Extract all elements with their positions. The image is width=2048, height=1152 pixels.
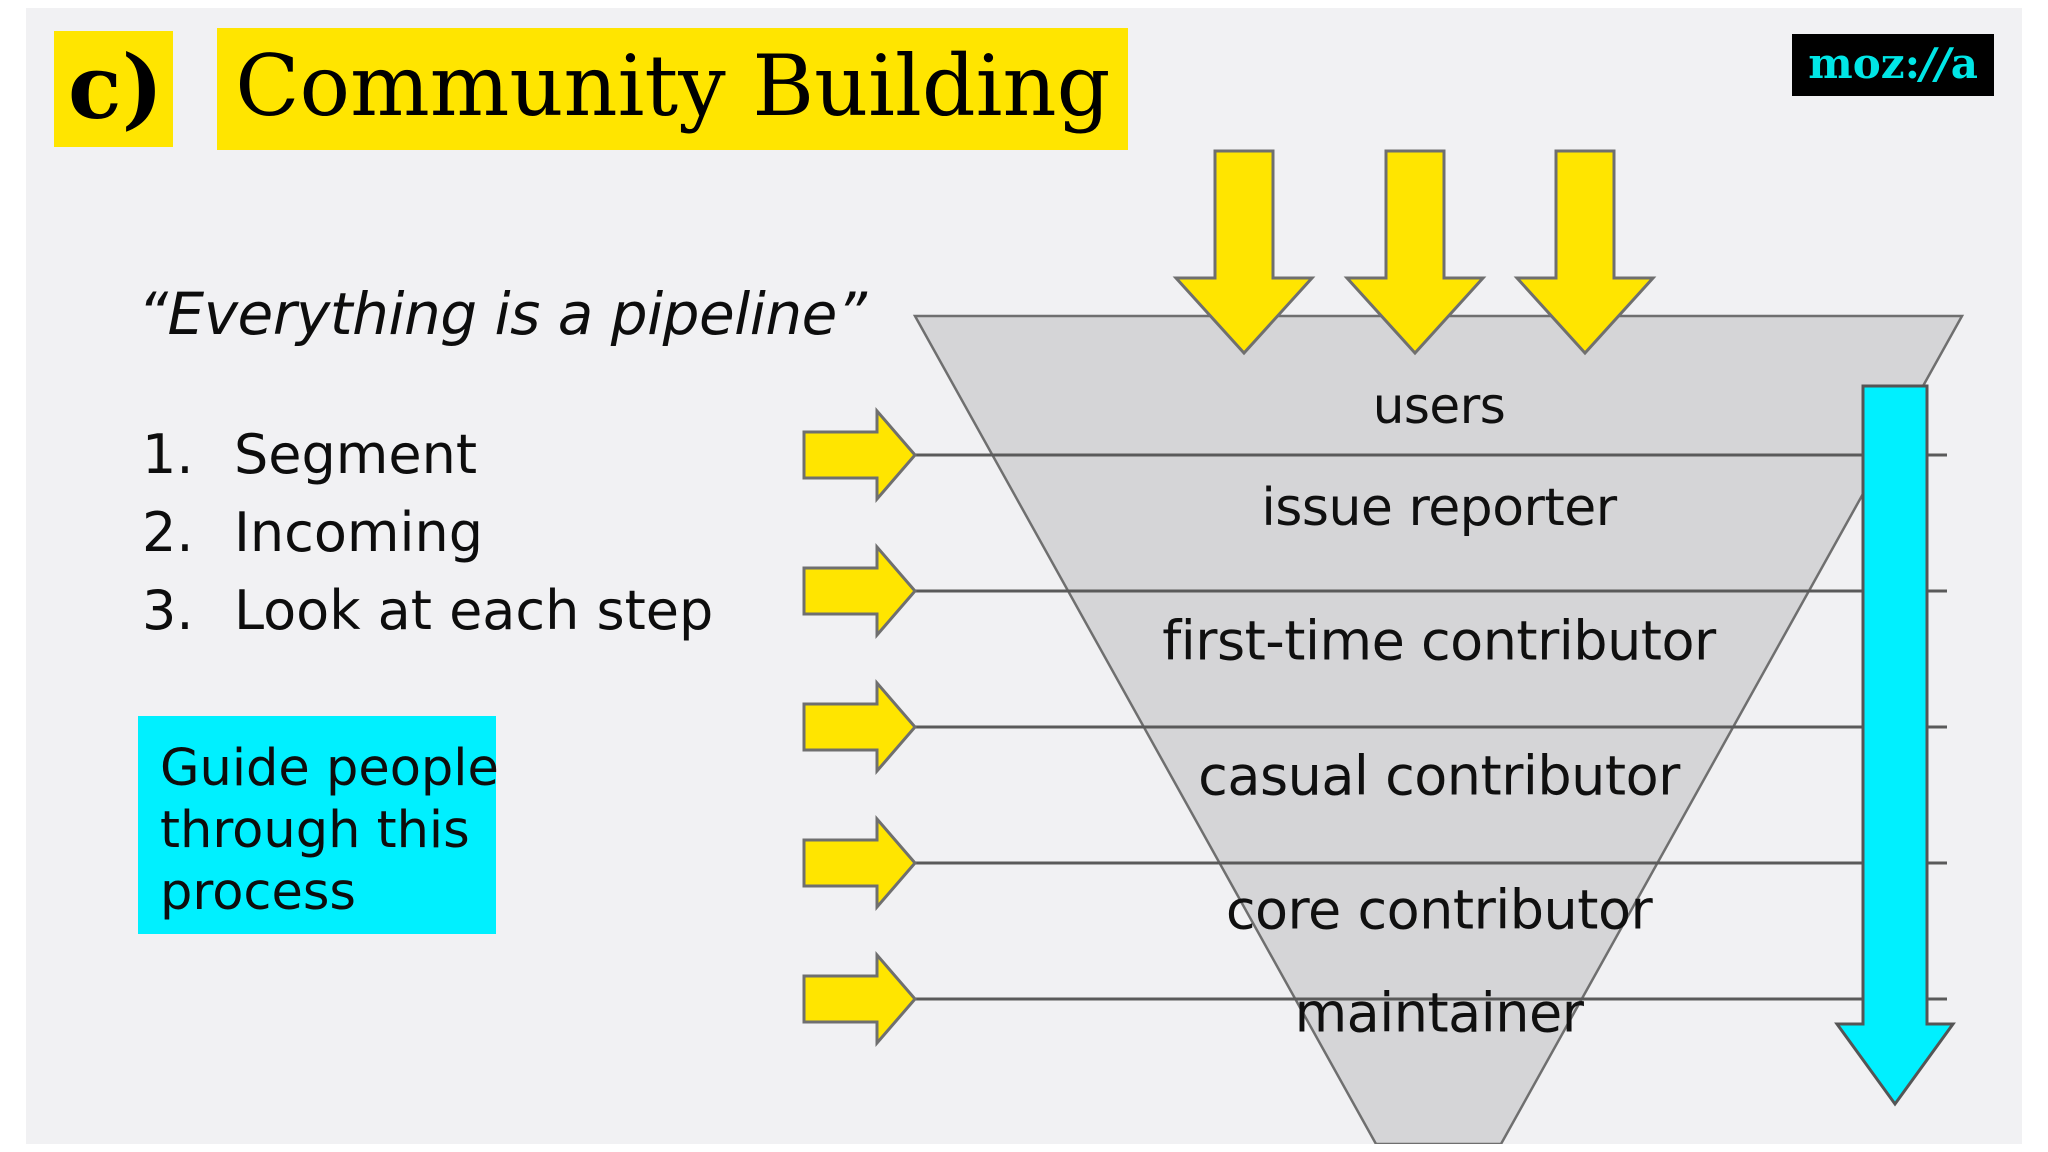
incoming-arrow-down-icon (1172, 149, 1316, 356)
step-number: 1. (142, 423, 194, 486)
step-label: Incoming (234, 501, 483, 564)
mozilla-logo: moz://a (1792, 34, 1994, 96)
slide-canvas: c) Community Building moz://a “Everythin… (26, 8, 2022, 1144)
funnel-body (912, 314, 1965, 1144)
step-label: Look at each step (234, 579, 714, 642)
funnel-stage-label: casual contributor (1198, 744, 1680, 808)
progress-arrow-down-icon (1834, 384, 1956, 1107)
list-item: 3. Look at each step (142, 579, 713, 657)
funnel-stage-label: core contributor (1225, 878, 1653, 942)
step-label: Segment (234, 423, 477, 486)
step-number: 3. (142, 579, 194, 642)
funnel-stage-label: maintainer (1294, 981, 1584, 1045)
step-number: 2. (142, 501, 194, 564)
page-title-bullet: c) (54, 31, 174, 147)
logo-post: a (1950, 39, 1978, 88)
stage-arrow-right-icon (802, 406, 917, 504)
funnel-stage-label: issue reporter (1261, 478, 1617, 538)
list-item: 1. Segment (142, 423, 713, 501)
funnel-stage-label: first-time contributor (1162, 609, 1716, 673)
stage-arrow-right-icon (802, 678, 917, 776)
logo-pre: moz: (1808, 39, 1921, 88)
callout-line: Guide people (160, 739, 499, 798)
pipeline-quote: “Everything is a pipeline” (138, 280, 867, 348)
list-item: 2. Incoming (142, 501, 713, 579)
steps-list: 1. Segment 2. Incoming 3. Look at each s… (142, 423, 713, 657)
stage-arrow-right-icon (802, 950, 917, 1048)
incoming-arrow-down-icon (1343, 149, 1487, 356)
page-title: Community Building (217, 28, 1129, 150)
stage-arrow-right-icon (802, 542, 917, 640)
guide-callout-box: Guide people through this process (138, 716, 499, 934)
callout-line: through this (160, 801, 470, 861)
callout-line: process (160, 863, 356, 923)
logo-slashes: // (1920, 39, 1951, 88)
slide-title-row: c) Community Building (54, 28, 1129, 150)
stage-arrow-right-icon (802, 814, 917, 912)
incoming-arrow-down-icon (1513, 149, 1657, 356)
funnel-stage-label: users (1372, 377, 1506, 435)
